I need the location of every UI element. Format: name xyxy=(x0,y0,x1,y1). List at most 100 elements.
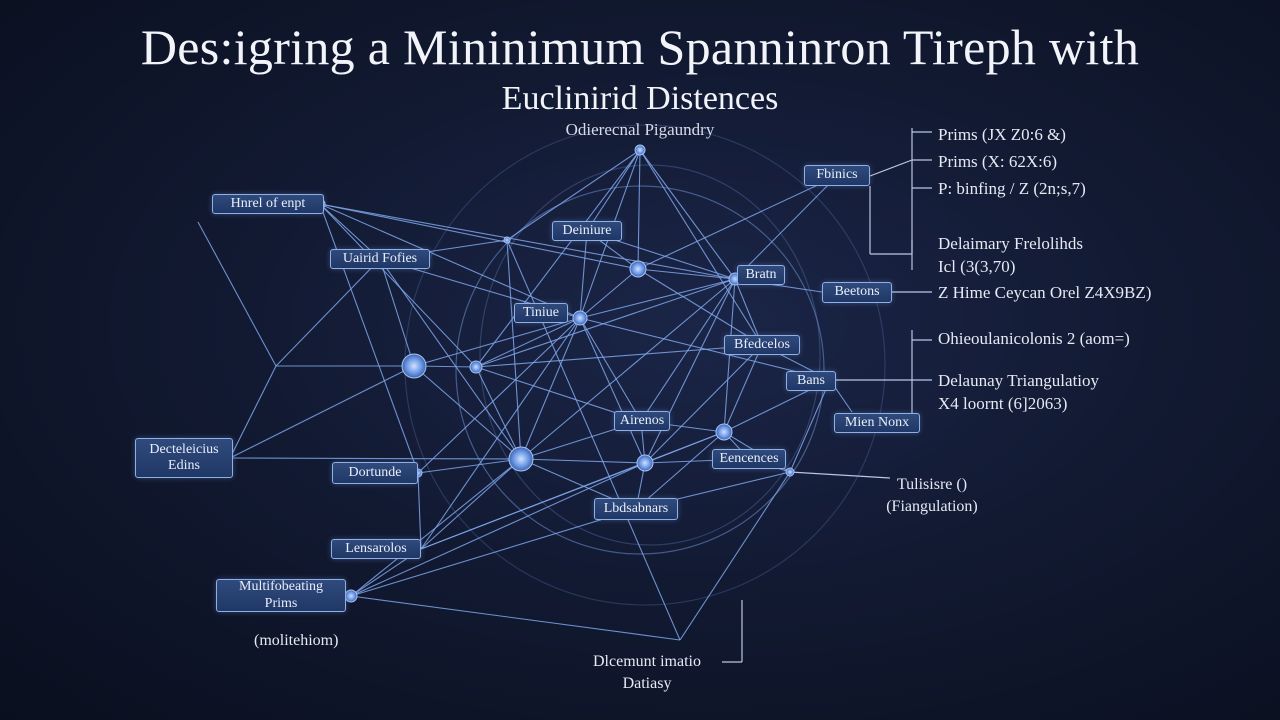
graph-edge xyxy=(319,203,736,280)
note-multiplication: (molitehiom) xyxy=(254,632,339,649)
node-box-eencences[interactable]: Eencences xyxy=(712,449,786,469)
graph-edge xyxy=(197,221,277,367)
graph-edge xyxy=(520,278,736,460)
graph-edge xyxy=(475,317,581,368)
graph-edge xyxy=(417,458,522,474)
graph-edge xyxy=(679,471,791,641)
graph-edge xyxy=(350,595,681,641)
graph-edge xyxy=(639,149,763,346)
graph-node xyxy=(572,310,588,326)
graph-node xyxy=(503,236,511,244)
graph-edge xyxy=(420,462,646,550)
graph-node xyxy=(636,454,654,472)
graph-edge xyxy=(579,268,639,319)
graph-edge xyxy=(637,149,641,270)
note-delaunay-relations: Delaimary Frelolihds Icl (3(3,70) xyxy=(938,234,1083,276)
note-prims-1: Prims (JX Z0:6 &) xyxy=(938,125,1066,144)
graph-edge xyxy=(734,278,763,346)
graph-node xyxy=(344,589,358,603)
graph-edge xyxy=(723,344,763,433)
graph-edge xyxy=(420,458,522,550)
graph-edge xyxy=(319,203,477,368)
graph-edge xyxy=(413,365,522,460)
graph-edge xyxy=(637,268,763,346)
graph-edge xyxy=(635,431,725,510)
graph-edge xyxy=(637,268,736,280)
guide-circle-outer xyxy=(455,185,825,555)
graph-edge xyxy=(579,317,642,422)
node-box-bratn[interactable]: Bratn xyxy=(737,265,785,285)
graph-edge xyxy=(417,472,422,550)
graph-edge xyxy=(350,508,637,597)
graph-node xyxy=(634,144,646,156)
node-box-beetons[interactable]: Beetons xyxy=(822,282,892,303)
graph-edge xyxy=(229,457,522,460)
node-box-bfedcelos[interactable]: Bfedcelos xyxy=(724,335,800,355)
node-box-fbinics[interactable]: Fbinics xyxy=(804,165,870,186)
top-node-label: Odierecnal Pigaundry xyxy=(565,120,715,139)
node-box-airenos[interactable]: Airenos xyxy=(614,411,670,431)
node-box-uairid-fofies[interactable]: Uairid Fofies xyxy=(330,249,430,269)
graph-edge xyxy=(789,379,831,473)
graph-edge xyxy=(640,278,736,422)
note-orientation: Ohieoulanicolonis 2 (aom=) xyxy=(938,329,1130,348)
graph-node xyxy=(629,260,647,278)
node-box-tiniue[interactable]: Tiniue xyxy=(514,303,568,323)
graph-edge xyxy=(417,317,581,474)
note-distance: Dlcemunt imatio Datiasy xyxy=(593,653,701,692)
note-triangulation: Tulisisre () (Fiangulation) xyxy=(886,476,978,515)
note-prims-2: Prims (X: 62X:6) xyxy=(938,152,1057,171)
graph-edge xyxy=(506,239,681,641)
graph-edge xyxy=(275,258,381,367)
graph-node xyxy=(508,446,534,472)
graph-edge xyxy=(319,203,581,319)
graph-edge xyxy=(520,458,646,464)
node-box-mien-nonx[interactable]: Mien Nonx xyxy=(834,413,920,433)
node-box-multifobeating-prims[interactable]: Multifobeating Prims xyxy=(216,579,346,612)
graph-edge xyxy=(420,317,581,550)
graph-edge xyxy=(319,203,419,474)
graph-edge xyxy=(579,278,736,319)
graph-edge xyxy=(579,317,646,464)
graph-edge xyxy=(229,365,277,459)
graph-edge xyxy=(475,366,522,460)
graph-edge xyxy=(475,149,641,368)
graph-edge xyxy=(644,278,736,464)
node-box-dortunde[interactable]: Dortunde xyxy=(332,462,418,484)
graph-edge xyxy=(350,462,646,597)
graph-edge xyxy=(475,278,736,368)
graph-edge xyxy=(586,149,641,232)
graph-edge xyxy=(506,239,522,460)
graph-edge xyxy=(229,365,415,459)
graph-edge xyxy=(379,258,522,460)
graph-edge xyxy=(520,317,581,460)
graph-edge xyxy=(475,344,763,368)
graph-edge xyxy=(475,366,642,422)
graph-edge xyxy=(413,317,581,367)
node-box-deiniure[interactable]: Deiniure xyxy=(552,221,622,241)
graph-edge xyxy=(350,458,522,597)
page-title: Des:igring a Mininimum Spanninron Tireph… xyxy=(140,19,1140,75)
note-delaunay-cost: Z Hime Ceycan Orel Z4X9BZ) xyxy=(938,283,1152,302)
graph-edge xyxy=(579,230,588,319)
node-box-lensarolos[interactable]: Lensarolos xyxy=(331,539,421,559)
note-prims-3: P: binfing / Z (2n;s,7) xyxy=(938,179,1086,198)
node-box-hnrel-of-enpt[interactable]: Hnrel of enpt xyxy=(212,194,324,214)
graph-edge xyxy=(379,258,415,367)
node-box-lbdsabnars[interactable]: Lbdsabnars xyxy=(594,498,678,520)
node-box-decteleicius-edins[interactable]: Decteleicius Edins xyxy=(135,438,233,478)
note-delaunay-triangulation: Delaunay Triangulatioy X4 loornt (6]2063… xyxy=(938,371,1100,413)
annotation-connector xyxy=(789,471,891,479)
graph-edge xyxy=(506,149,641,241)
annotation-connector xyxy=(869,159,913,177)
graph-node xyxy=(715,423,733,441)
graph-node xyxy=(469,360,483,374)
graph-edge xyxy=(734,175,838,280)
graph-node xyxy=(785,467,795,477)
graph-edge xyxy=(639,149,736,280)
page-subtitle: Euclinirid Distences xyxy=(501,80,779,117)
node-box-bans[interactable]: Bans xyxy=(786,371,836,391)
graph-edge xyxy=(644,344,763,464)
